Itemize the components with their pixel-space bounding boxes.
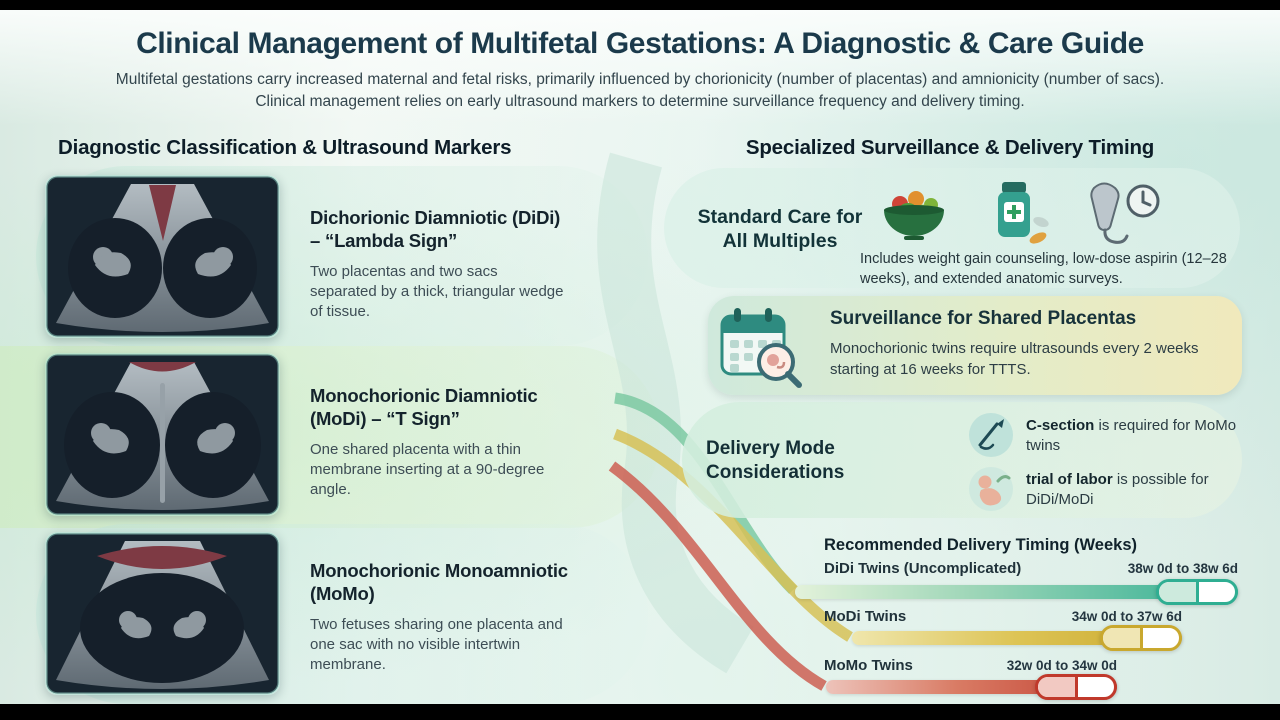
delivery-mode-item-csection: C-section is required for MoMo twins xyxy=(1026,416,1244,455)
page-subtitle: Multifetal gestations carry increased ma… xyxy=(115,71,1165,110)
right-section-heading: Specialized Surveillance & Delivery Timi… xyxy=(745,136,1155,159)
ultrasound-image-t-sign xyxy=(45,353,280,516)
chart-range-modi: 34w 0d to 37w 6d xyxy=(1071,609,1182,624)
newborn-icon xyxy=(968,466,1014,512)
chart-range-momo: 32w 0d to 34w 0d xyxy=(1006,658,1117,673)
chart-marker-modi xyxy=(1100,625,1182,651)
chart-row-label-modi: MoDi Twins xyxy=(824,608,907,625)
standard-care-title: Standard Care for All Multiples xyxy=(697,206,863,252)
chart-marker-momo xyxy=(1035,674,1117,700)
infographic-canvas: Clinical Management of Multifetal Gestat… xyxy=(0,10,1280,704)
delivery-mode-text: is required for MoMo twins xyxy=(1026,417,1237,454)
diagnosis-description-didi: Two placentas and two sacs separated by … xyxy=(310,262,564,320)
delivery-mode-item-trial-of-labor: trial of labor is possible for DiDi/MoDi xyxy=(1026,470,1244,509)
diagnosis-item-modi: Monochorionic Diamniotic (MoDi) – “T Sig… xyxy=(310,385,568,500)
delivery-mode-emphasis: C-section xyxy=(1026,417,1095,434)
scalpel-icon xyxy=(968,412,1014,458)
chart-row-label-momo: MoMo Twins xyxy=(824,657,913,674)
diagnosis-title-momo: Monochorionic Monoamniotic (MoMo) xyxy=(310,560,568,604)
chart-bar-didi xyxy=(795,585,1238,599)
surveillance-title: Surveillance for Shared Placentas xyxy=(830,308,1137,329)
delivery-mode-text: is possible for DiDi/MoDi xyxy=(1026,471,1209,508)
header-band xyxy=(0,10,1280,126)
delivery-mode-card xyxy=(682,402,1242,518)
diagnosis-title-modi: Monochorionic Diamniotic (MoDi) – “T Sig… xyxy=(310,385,538,429)
standard-care-description: Includes weight gain counseling, low-dos… xyxy=(860,251,1227,287)
letterbox-top xyxy=(0,0,1280,10)
delivery-mode-title: Delivery Mode Considerations xyxy=(706,438,845,483)
ultrasound-image-momo xyxy=(45,532,280,695)
left-section-heading: Diagnostic Classification & Ultrasound M… xyxy=(58,136,512,159)
page-title: Clinical Management of Multifetal Gestat… xyxy=(136,27,1144,60)
diagnosis-description-momo: Two fetuses sharing one placenta and one… xyxy=(310,615,563,673)
chart-title: Recommended Delivery Timing (Weeks) xyxy=(824,536,1137,554)
chart-row-label-didi: DiDi Twins (Uncomplicated) xyxy=(824,560,1022,577)
ultrasound-image-lambda-sign xyxy=(45,175,280,338)
surveillance-description: Monochorionic twins require ultrasounds … xyxy=(830,340,1199,378)
chart-range-didi: 38w 0d to 38w 6d xyxy=(1127,561,1238,576)
chart-bar-modi xyxy=(852,631,1182,645)
diagnosis-title-didi: Dichorionic Diamniotic (DiDi) – “Lambda … xyxy=(310,207,561,251)
chart-marker-didi xyxy=(1156,579,1238,605)
diagnosis-description-modi: One shared placenta with a thin membrane… xyxy=(310,440,545,498)
delivery-mode-emphasis: trial of labor xyxy=(1026,471,1113,488)
diagnosis-item-didi: Dichorionic Diamniotic (DiDi) – “Lambda … xyxy=(310,207,568,322)
letterbox-bottom xyxy=(0,704,1280,720)
diagnosis-item-momo: Monochorionic Monoamniotic (MoMo) Two fe… xyxy=(310,560,568,675)
